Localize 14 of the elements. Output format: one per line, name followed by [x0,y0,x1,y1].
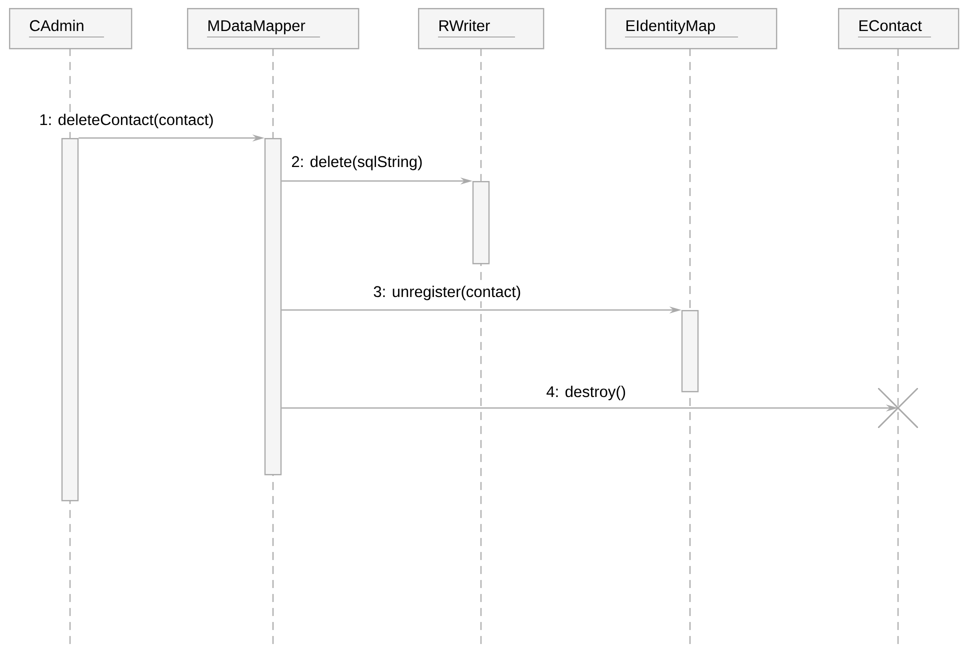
participant-box: EIdentityMap [605,8,778,50]
activation-bar [472,181,490,264]
activation-bar [681,310,699,392]
message-label: 1: deleteContact(contact) [38,112,215,130]
participant-box: RWriter [418,8,544,50]
message-label: 3: unregister(contact) [372,284,522,302]
destroy-cross [878,388,918,428]
participant-box: EContact [838,8,960,50]
message-label: 4: destroy() [545,384,628,402]
participant-box: CAdmin [9,8,132,50]
participant-box: MDataMapper [187,8,360,50]
activation-bar [264,138,282,476]
message-label: 2: delete(sqlString) [290,154,424,172]
activation-bar [61,138,79,502]
